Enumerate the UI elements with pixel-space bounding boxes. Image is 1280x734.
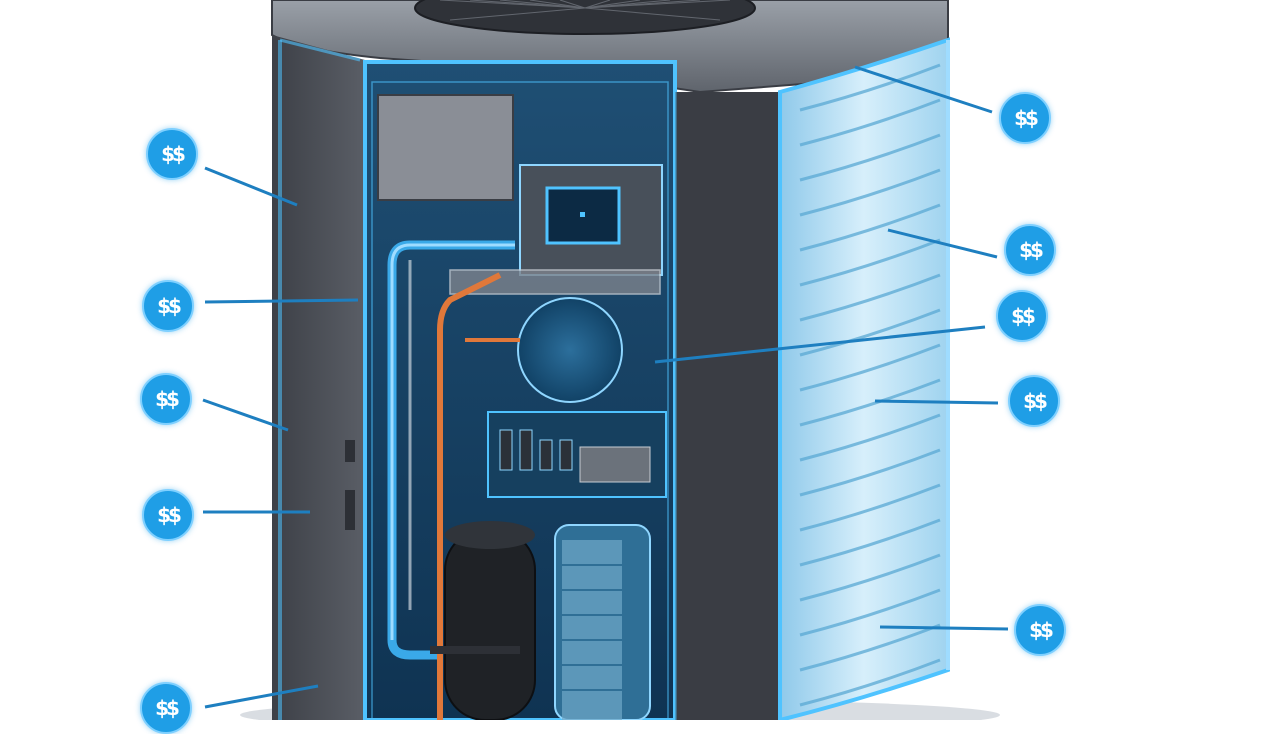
- cost-badge-left-1: $$: [146, 128, 198, 180]
- badge-symbol: $$: [157, 503, 182, 527]
- cost-badge-left-3: $$: [140, 373, 192, 425]
- badge-symbol: $$: [161, 142, 186, 166]
- cost-badge-left-4: $$: [142, 489, 194, 541]
- left-side-panel: [272, 35, 365, 720]
- cost-badge-right-5: $$: [1014, 604, 1066, 656]
- cost-badge-left-5: $$: [140, 682, 192, 734]
- badge-symbol: $$: [155, 387, 180, 411]
- cost-badge-right-2: $$: [1004, 224, 1056, 276]
- badge-symbol: $$: [1029, 618, 1054, 642]
- top-fan-grille: [414, 0, 756, 35]
- badge-symbol: $$: [1023, 389, 1048, 413]
- fan-motor: [517, 297, 623, 403]
- control-box: [377, 94, 514, 201]
- corner-post: [675, 92, 780, 720]
- cost-badge-right-4: $$: [1008, 375, 1060, 427]
- cost-badge-right-3: $$: [996, 290, 1048, 342]
- cost-badge-right-1: $$: [999, 92, 1051, 144]
- callout-leader-lines: [202, 65, 1009, 709]
- grille-louvers: [799, 63, 941, 707]
- badge-symbol: $$: [155, 696, 180, 720]
- cost-badge-left-2: $$: [142, 280, 194, 332]
- badge-symbol: $$: [1019, 238, 1044, 262]
- refrigerant-line-copper: [437, 272, 502, 720]
- badge-symbol: $$: [1014, 106, 1039, 130]
- badge-symbol: $$: [1011, 304, 1036, 328]
- badge-symbol: $$: [157, 294, 182, 318]
- compressor: [444, 529, 536, 721]
